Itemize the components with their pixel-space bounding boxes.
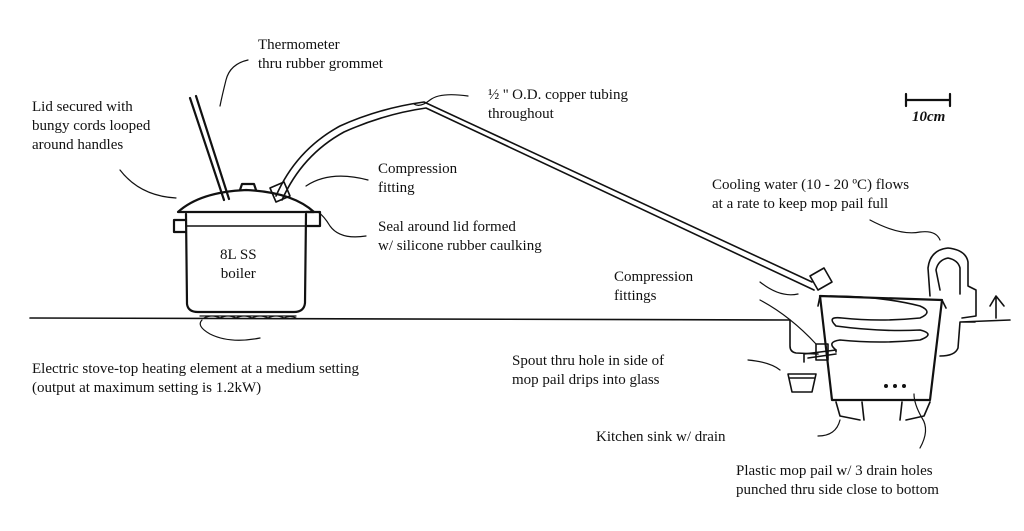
pail-compression-fitting-bottom	[815, 343, 829, 361]
seal-label-line-2: w/ silicone rubber caulking	[378, 238, 542, 254]
tubing-label-line-1: ½ '' O.D. copper tubing	[488, 87, 628, 103]
heating-label-line-1: Electric stove-top heating element at a …	[32, 361, 359, 377]
thermometer-label: Thermometer thru rubber grommet	[258, 36, 383, 74]
pail-compression-fitting-top	[809, 267, 833, 291]
compression-fitting-label-line-2: fitting	[378, 180, 415, 196]
sink-label: Kitchen sink w/ drain	[596, 429, 726, 445]
leader-compression-fitting	[305, 175, 369, 187]
pail-label-line-2: punched thru side close to bottom	[736, 482, 939, 498]
thermometer-label-line-2: thru rubber grommet	[258, 56, 383, 72]
thermometer-probe	[188, 94, 231, 202]
faucet-tap	[989, 295, 1005, 319]
compression-fittings-label-line-1: Compression	[614, 269, 694, 285]
leader-tubing	[413, 94, 469, 106]
spout-tube	[803, 349, 837, 363]
boiler-left-handle	[172, 218, 188, 234]
leader-pail	[913, 393, 927, 449]
seal-label-line-1: Seal around lid formed	[378, 219, 516, 235]
spout-label-line-1: Spout thru hole in side of	[512, 353, 665, 369]
leader-spout	[747, 359, 781, 371]
cooling-label-line-1: Cooling water (10 - 20 ºC) flows	[712, 177, 910, 193]
leader-lines	[119, 59, 941, 449]
countertop-and-sink	[29, 317, 1011, 357]
spout-label-line-2: mop pail drips into glass	[512, 372, 660, 388]
heating-label-line-2: (output at maximum setting is 1.2kW)	[32, 380, 262, 396]
boiler-pot	[172, 182, 322, 314]
pail-label: Plastic mop pail w/ 3 drain holes punche…	[736, 462, 939, 500]
boiler-right-handle	[304, 210, 322, 228]
spout-label: Spout thru hole in side of mop pail drip…	[512, 352, 664, 390]
boiler-label: 8L SS boiler	[220, 246, 257, 284]
compression-fitting-label: Compression fitting	[378, 160, 457, 198]
collection-glass	[787, 373, 817, 393]
scale-label: 10cm	[912, 109, 946, 125]
heating-label: Electric stove-top heating element at a …	[32, 360, 359, 398]
compression-fittings-label: Compression fittings	[614, 268, 693, 306]
lid-label-line-1: Lid secured with	[32, 99, 133, 115]
faucet	[927, 247, 977, 319]
compression-fitting-label-line-1: Compression	[378, 161, 458, 177]
boiler-label-line-2: boiler	[220, 266, 256, 282]
lid-label-line-3: around handles	[32, 137, 124, 153]
mop-pail	[817, 294, 947, 402]
tubing-label-line-2: throughout	[488, 106, 554, 122]
heating-element	[199, 315, 297, 319]
leader-fittings	[759, 281, 817, 345]
copper-tubing	[269, 101, 833, 291]
leader-seal	[317, 211, 367, 238]
condenser-coil	[829, 295, 929, 353]
seal-label: Seal around lid formed w/ silicone rubbe…	[378, 218, 542, 256]
sink-drain	[835, 401, 931, 421]
leader-thermometer	[219, 59, 249, 107]
leader-heating	[199, 319, 261, 341]
leader-sink	[817, 419, 841, 437]
leader-lid	[119, 169, 177, 199]
scale-bar	[904, 92, 952, 108]
lid-compression-fitting	[269, 181, 291, 203]
cooling-label: Cooling water (10 - 20 ºC) flows at a ra…	[712, 176, 909, 214]
thermometer-label-line-1: Thermometer	[258, 37, 340, 53]
compression-fittings-label-line-2: fittings	[614, 288, 657, 304]
lid-label-line-2: bungy cords looped	[32, 118, 151, 134]
boiler-label-line-1: 8L SS	[220, 247, 257, 263]
tubing-label: ½ '' O.D. copper tubing throughout	[488, 86, 628, 124]
lid-label: Lid secured with bungy cords looped arou…	[32, 98, 150, 155]
pail-label-line-1: Plastic mop pail w/ 3 drain holes	[736, 463, 933, 479]
leader-cooling	[869, 219, 941, 241]
cooling-label-line-2: at a rate to keep mop pail full	[712, 196, 889, 212]
